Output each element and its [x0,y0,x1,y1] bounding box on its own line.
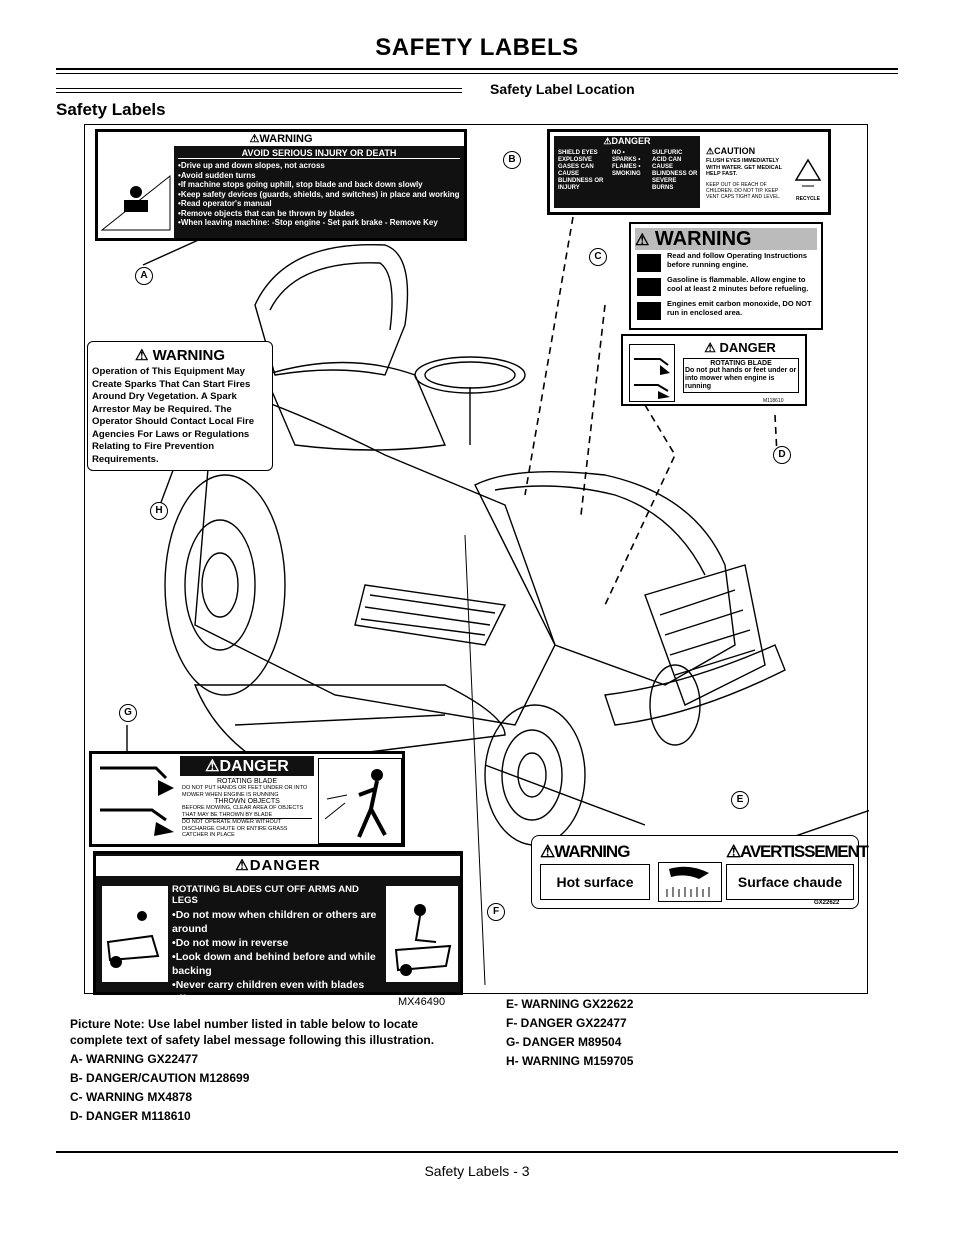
label-g-sub1: ROTATING BLADE [216,778,278,785]
label-e-warning-heading: ⚠WARNING [540,842,630,861]
blade-hand-icon [629,344,675,402]
label-b-recycle: RECYCLE [796,196,820,202]
label-e-warning-text: Hot surface [540,864,650,900]
callout-h: H [150,502,168,520]
callout-e: E [731,791,749,809]
label-g-text2: BEFORE MOWING, CLEAR AREA OF OBJECTS THA… [182,805,304,818]
label-a-item: Keep safety devices (guards, shields, an… [178,190,460,200]
figure-id: MX46490 [398,996,446,1008]
label-list-item: B- DANGER/CAUTION M128699 [70,1071,250,1085]
label-c-heading: ⚠ WARNING [635,228,817,250]
label-f-item: Do not mow in reverse [172,936,380,950]
location-title: Safety Label Location [490,81,635,97]
callout-c: C [589,248,607,266]
label-e-avert-heading: ⚠AVERTISSEMENT [726,842,869,861]
label-a-item: Remove objects that can be thrown by bla… [178,209,460,219]
hot-surface-icon [658,862,722,902]
section-rule [56,88,462,89]
label-a-heading: ⚠WARNING [249,133,313,145]
page-footer: Safety Labels - 3 [424,1163,530,1179]
label-b-caution-text: FLUSH EYES IMMEDIATELY WITH WATER. GET M… [706,158,782,177]
label-f-item: Never carry children even with blades of… [172,978,380,1006]
label-a-item: Read operator's manual [178,199,460,209]
label-f-item: Do not mow when children or others are a… [172,908,380,936]
label-b-caution-text2: KEEP OUT OF REACH OF CHILDREN. DO NOT TI… [706,182,781,200]
label-a-item: Avoid sudden turns [178,171,460,181]
warning-icon: ⚠ [249,133,260,145]
label-c-warning: ⚠ WARNING Read and follow Operating Inst… [629,222,823,330]
label-a-warning: ⚠WARNING AVOID SERIOUS INJURY OR DEATH D… [95,129,467,241]
child-mower-pictogram [102,886,168,982]
callout-g: G [119,704,137,722]
label-g-sub2: THROWN OBJECTS [214,798,280,805]
header-rule-bottom [56,73,898,74]
safety-label-figure: ⚠WARNING AVOID SERIOUS INJURY OR DEATH D… [84,124,869,1005]
header-rule-top [56,68,898,70]
label-a-subheading: AVOID SERIOUS INJURY OR DEATH [178,148,460,159]
thrown-object-pictogram [318,758,402,844]
slope-pictogram [98,146,174,238]
label-c-line: Gasoline is flammable. Allow engine to c… [667,275,809,293]
label-f-danger: ⚠DANGER ROTATING BLADES CUT OFF ARMS AND… [93,851,463,1005]
label-e-avert-text: Surface chaude [726,864,854,900]
label-f-heading: ⚠DANGER [96,856,460,876]
footer-rule [56,1151,898,1153]
callout-a: A [135,267,153,285]
label-d-code: M118610 [763,398,784,404]
label-list-item: G- DANGER M89504 [506,1035,622,1049]
callout-f: F [487,903,505,921]
label-b-cell: SHIELD EYES EXPLOSIVE GASES CAN CAUSE BL… [558,150,604,191]
label-f-subheading: ROTATING BLADES CUT OFF ARMS AND LEGS [172,884,359,906]
label-f-item: Look down and behind before and while ba… [172,950,380,978]
label-list-item: H- WARNING M159705 [506,1054,634,1068]
label-b-caution: ⚠CAUTION [706,146,756,156]
label-h-heading: ⚠ WARNING [134,347,226,364]
label-b-cell: NO • SPARKS • FLAMES • SMOKING [612,150,641,177]
warning-icon: ⚠ [635,232,650,249]
label-d-subheading: ROTATING BLADE [710,360,772,367]
label-g-text1: DO NOT PUT HANDS OR FEET UNDER OR INTO M… [182,785,308,798]
label-b-danger: ⚠DANGER [603,136,651,146]
label-g-text3: DO NOT OPERATE MOWER WITHOUT DISCHARGE C… [182,818,312,839]
flame-icon [637,278,661,296]
label-e-code: GX22622 [814,900,840,906]
tractor-illustration [126,216,869,986]
label-b-danger-caution: ⚠DANGER SHIELD EYES EXPLOSIVE GASES CAN … [547,129,831,215]
section-title: Safety Labels [56,100,166,119]
label-d-heading: ⚠ DANGER [704,340,776,355]
label-list-item: E- WARNING GX22622 [506,997,634,1011]
callout-b: B [503,151,521,169]
label-list-item: C- WARNING MX4878 [70,1090,193,1104]
label-a-item: When leaving machine: -Stop engine - Set… [178,218,460,228]
picture-note: Picture Note: Use label number listed in… [70,1017,435,1047]
label-d-text: Do not put hands or feet under or into m… [685,367,797,390]
label-list-item: D- DANGER M118610 [70,1109,191,1123]
fumes-icon [637,302,661,320]
label-e-warning: ⚠WARNING Hot surface ⚠AVERTISSEMENT Surf… [531,835,869,909]
label-a-item: Drive up and down slopes, not across [178,161,460,171]
rider-mower-pictogram [386,886,458,982]
page-title: SAFETY LABELS [375,34,579,61]
label-c-line: Read and follow Operating Instructions b… [667,251,808,269]
manual-icon [637,254,661,272]
label-a-item: If machine stops going uphill, stop blad… [178,180,460,190]
label-list-item: F- DANGER GX22477 [506,1016,627,1030]
blade-pictogram [96,758,178,842]
label-h-text: Operation of This Equipment May Create S… [92,366,255,465]
callout-d: D [773,446,791,464]
label-g-danger: ⚠DANGER ROTATING BLADE DO NOT PUT HANDS … [89,751,405,847]
label-g-heading: ⚠DANGER [180,756,314,776]
label-list-item: A- WARNING GX22477 [70,1052,199,1066]
label-d-danger: ⚠ DANGER ROTATING BLADE Do not put hands… [621,334,807,406]
recycle-icon [788,156,828,196]
label-h-warning: ⚠ WARNING Operation of This Equipment Ma… [87,341,273,471]
section-rule-2 [56,92,462,93]
label-b-cell: SULFURIC ACID CAN CAUSE BLINDNESS OR SEV… [652,150,698,191]
label-c-line: Engines emit carbon monoxide, DO NOT run… [667,299,812,317]
